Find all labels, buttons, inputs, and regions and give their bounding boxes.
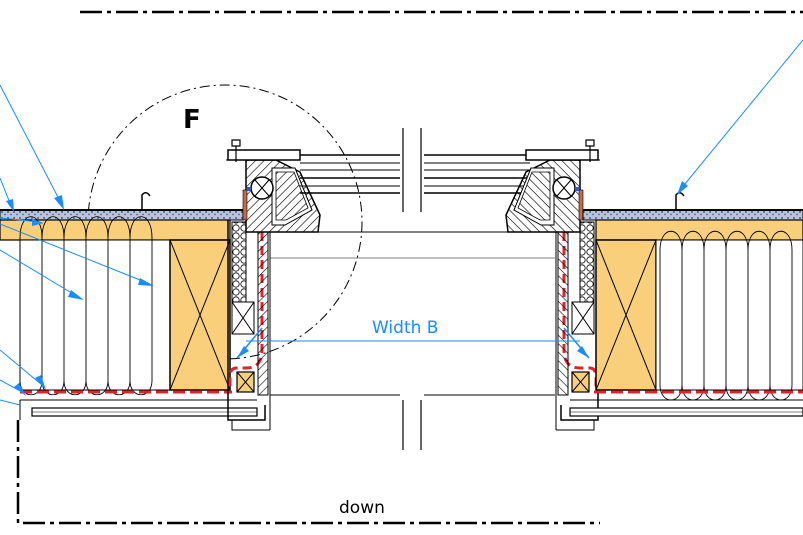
left-roof-buildup	[0, 192, 258, 420]
detail-label-f: F	[183, 105, 201, 135]
left-curb	[226, 139, 321, 431]
glazing-unit	[300, 128, 530, 212]
shaft-lining	[270, 231, 555, 450]
right-roof-buildup	[569, 192, 803, 417]
bottom-boundary	[16, 420, 600, 525]
leader-lines	[0, 39, 803, 406]
down-label: down	[339, 498, 385, 518]
width-dimension: Width B	[236, 318, 590, 359]
width-b-label: Width B	[372, 318, 438, 338]
right-curb	[505, 139, 600, 431]
